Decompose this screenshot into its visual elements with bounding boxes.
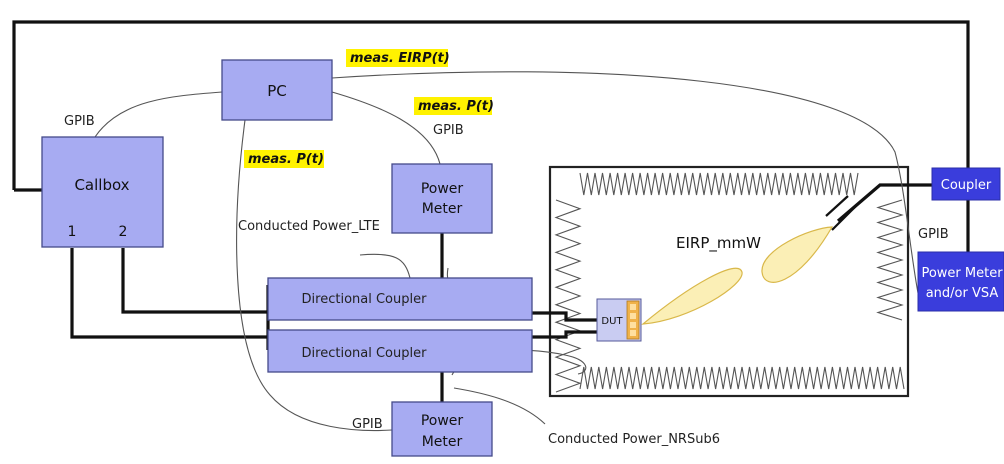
power-meter-vsa-line1: Power Meter bbox=[921, 266, 1003, 281]
absorber-top bbox=[579, 172, 859, 196]
pc-label: PC bbox=[267, 82, 287, 100]
gpib-callbox-label: GPIB bbox=[64, 114, 95, 129]
gpib-callbox-pc-cable bbox=[94, 91, 223, 138]
gpib-power-meter-bottom-label: GPIB bbox=[352, 417, 383, 432]
power-meter-top-line2: Meter bbox=[422, 201, 463, 217]
meas-pt-left-highlight bbox=[244, 150, 324, 168]
gpib-pc-powermeter-bottom-cable bbox=[236, 119, 393, 432]
callbox-port-2: 2 bbox=[119, 224, 128, 240]
antenna-element-icon bbox=[630, 304, 636, 310]
antenna-element-icon-2 bbox=[630, 313, 636, 319]
gpib-pc-powermeter-cable bbox=[331, 91, 441, 165]
directional-coupler-top-label: Directional Coupler bbox=[302, 292, 428, 307]
dut-label: DUT bbox=[601, 316, 623, 327]
callbox-port-1: 1 bbox=[68, 224, 77, 240]
directional-coupler-top bbox=[267, 277, 533, 321]
dut-top-cable bbox=[532, 311, 597, 322]
dut-antenna-array-icon bbox=[626, 300, 640, 340]
directional-coupler-bottom-label: Directional Coupler bbox=[302, 346, 428, 361]
coupler-box bbox=[931, 167, 1001, 201]
absorber-bottom bbox=[579, 366, 905, 390]
power-meter-bottom-box bbox=[391, 401, 493, 457]
conducted-lte-pointer bbox=[359, 253, 411, 279]
meas-pt-top-label: meas. P(t) bbox=[418, 99, 494, 114]
callbox-port2-cable bbox=[121, 248, 268, 314]
callbox-label: Callbox bbox=[74, 176, 129, 194]
antenna-element-icon-3 bbox=[630, 322, 636, 328]
coupler-label: Coupler bbox=[941, 178, 992, 193]
conducted-nr-pointer bbox=[453, 387, 546, 425]
horn-antenna-icon bbox=[825, 195, 857, 231]
eirp-mmw-label: EIRP_mmW bbox=[676, 234, 761, 253]
gpib-right-label: GPIB bbox=[918, 227, 949, 242]
callbox-to-coupler-cable bbox=[12, 20, 970, 190]
meas-pt-top-highlight bbox=[414, 97, 492, 115]
antenna-beam-lobe bbox=[761, 226, 834, 283]
gpib-pc-vsa-cable bbox=[331, 71, 919, 294]
power-meter-top-line1: Power bbox=[421, 181, 464, 197]
absorber-left bbox=[554, 199, 582, 393]
power-meter-top-box bbox=[391, 163, 493, 234]
pc-box bbox=[221, 59, 333, 121]
dut-beam-lobe bbox=[641, 267, 743, 325]
meas-pt-left-label: meas. P(t) bbox=[248, 152, 324, 167]
power-meter-bottom-line1: Power bbox=[421, 413, 464, 429]
callbox-box bbox=[41, 136, 164, 248]
antenna-element-icon-4 bbox=[630, 330, 636, 336]
conducted-power-nrsub6-label: Conducted Power_NRSub6 bbox=[548, 432, 720, 447]
meas-eirp-highlight bbox=[346, 49, 448, 67]
power-meter-vsa-box bbox=[917, 251, 1004, 312]
absorber-right bbox=[876, 199, 904, 321]
gpib-power-meter-top-label: GPIB bbox=[433, 123, 464, 138]
callbox-port1-cable bbox=[70, 248, 268, 339]
dut-bottom-cable bbox=[532, 330, 597, 339]
power-meter-vsa-line2: and/or VSA bbox=[926, 286, 999, 301]
conducted-power-lte-label: Conducted Power_LTE bbox=[238, 219, 380, 234]
power-meter-bottom-line2: Meter bbox=[422, 434, 463, 450]
meas-eirp-label: meas. EIRP(t) bbox=[350, 51, 450, 66]
directional-coupler-bottom bbox=[267, 329, 533, 373]
